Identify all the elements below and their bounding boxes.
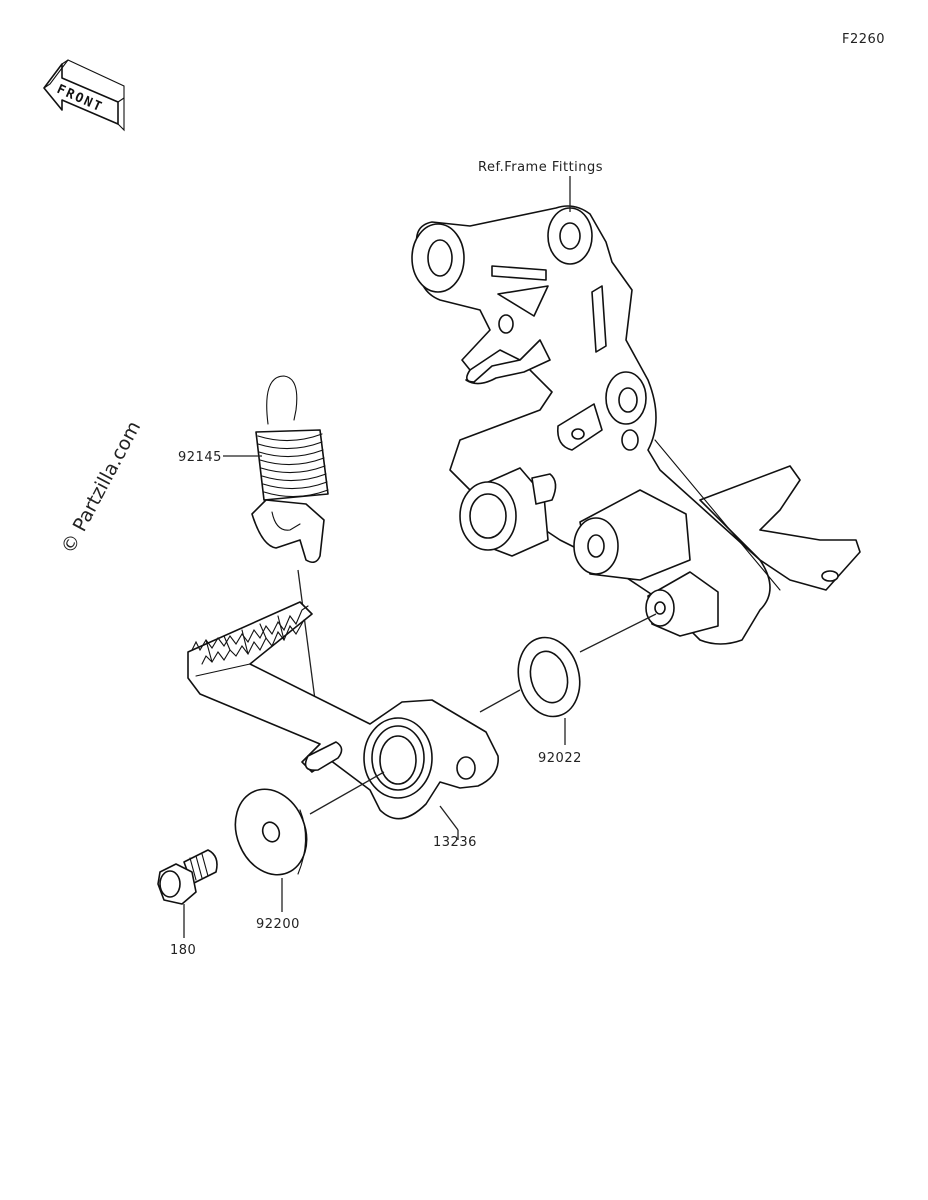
brake-pedal (187, 601, 499, 820)
part-label-92200: 92200 (256, 917, 300, 932)
front-arrow-icon: FRONT (43, 59, 125, 132)
bolt-180 (157, 849, 218, 905)
part-label-13236: 13236 (433, 835, 477, 850)
part-label-92145: 92145 (178, 450, 222, 465)
part-label-180: 180 (170, 943, 196, 958)
washer-92022 (517, 636, 581, 718)
watermark: © Partzilla.com (57, 418, 145, 558)
return-spring (251, 375, 329, 564)
frame-fitting-bracket (411, 205, 861, 645)
ref-frame-fittings-label: Ref.Frame Fittings (478, 160, 603, 175)
washer-92200 (234, 788, 308, 876)
part-label-92022: 92022 (538, 751, 582, 766)
diagram-code: F2260 (842, 32, 885, 47)
